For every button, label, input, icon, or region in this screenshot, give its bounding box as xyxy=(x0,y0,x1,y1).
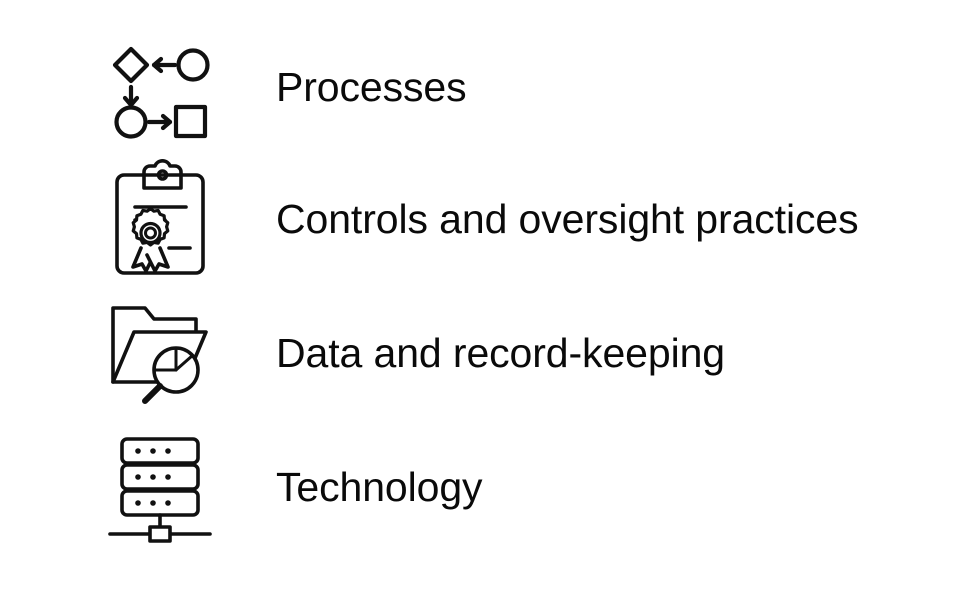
server-rack-icon xyxy=(104,421,216,555)
server-unit-2 xyxy=(120,463,200,491)
list-item: Processes xyxy=(0,21,960,155)
open-folder-back xyxy=(111,306,198,384)
seal-center xyxy=(144,226,157,240)
server-unit-1 xyxy=(120,437,200,465)
item-label-technology: Technology xyxy=(276,464,483,511)
status-dot xyxy=(150,474,156,480)
arrow-left-head xyxy=(151,56,164,74)
status-dot xyxy=(135,448,141,454)
magnifying-glass-handle xyxy=(142,383,163,404)
diamond-shape xyxy=(112,46,150,84)
network-node xyxy=(148,525,172,543)
status-dot xyxy=(150,448,156,454)
ribbon-tail-right xyxy=(145,246,170,273)
clipboard-certificate-icon xyxy=(104,153,216,287)
circle-shape xyxy=(176,48,210,82)
clipboard-clip xyxy=(142,159,183,190)
pie-chart-slice-edge-3 xyxy=(174,354,194,372)
status-dot xyxy=(165,474,171,480)
server-unit-3 xyxy=(120,489,200,517)
ribbon-tail-left xyxy=(131,246,156,273)
status-dot xyxy=(150,500,156,506)
item-label-controls: Controls and oversight practices xyxy=(276,196,859,243)
item-label-data: Data and record-keeping xyxy=(276,330,725,377)
folder-magnifier-icon xyxy=(104,287,216,421)
square-shape xyxy=(173,104,208,139)
status-dot xyxy=(135,474,141,480)
process-flowchart-icon xyxy=(104,21,216,155)
arrow-right-head xyxy=(160,113,173,131)
arrow-down-head xyxy=(122,95,140,108)
list-item: Technology xyxy=(0,421,960,555)
item-label-processes: Processes xyxy=(276,64,467,111)
status-dot xyxy=(165,500,171,506)
clip-hole xyxy=(156,169,169,181)
list-item: Controls and oversight practices xyxy=(0,153,960,287)
status-dot xyxy=(165,448,171,454)
status-dot xyxy=(135,500,141,506)
circle-shape-2 xyxy=(114,105,148,139)
list-item: Data and record-keeping xyxy=(0,287,960,421)
